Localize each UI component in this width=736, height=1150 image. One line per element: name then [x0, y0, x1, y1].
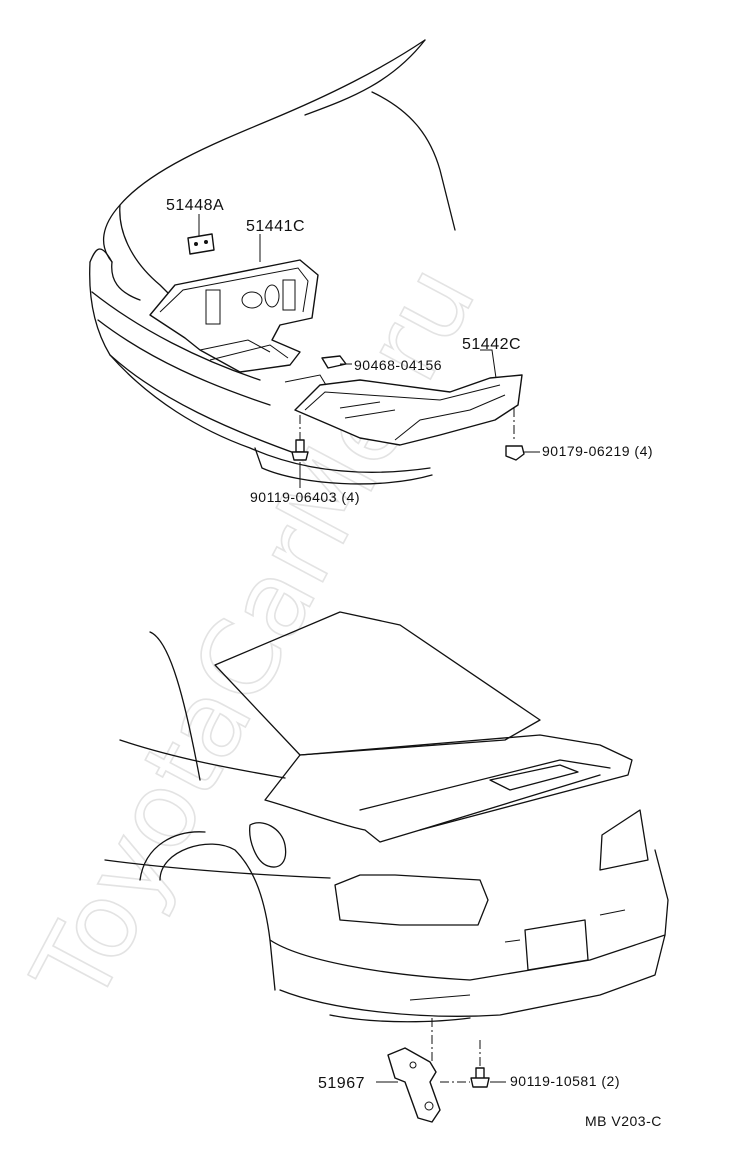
leader-lines-upper: [198, 214, 540, 488]
bolt-90119-06403: [291, 415, 309, 461]
label-90119-06403: 90119-06403 (4): [250, 489, 360, 505]
clip-part: [187, 233, 215, 255]
label-51448a: 51448A: [166, 197, 224, 214]
nut-90179-06219: [505, 408, 525, 461]
diagram-code: MB V203-C: [585, 1113, 662, 1129]
bracket-part: [387, 1018, 441, 1123]
label-51441c: 51441C: [246, 218, 305, 235]
label-90119-10581: 90119-10581 (2): [510, 1073, 620, 1089]
label-90468-04156: 90468-04156: [354, 357, 442, 373]
engine-under-cover-left: [149, 259, 319, 373]
front-car-outline: [89, 39, 456, 485]
label-51967: 51967: [318, 1075, 365, 1092]
label-90179-06219: 90179-06219 (4): [542, 443, 653, 459]
bolt-90119-10581: [440, 1040, 490, 1088]
rear-car-outline: [104, 611, 669, 1023]
engine-under-cover-right: [284, 374, 523, 446]
label-51442c: 51442C: [462, 336, 521, 353]
